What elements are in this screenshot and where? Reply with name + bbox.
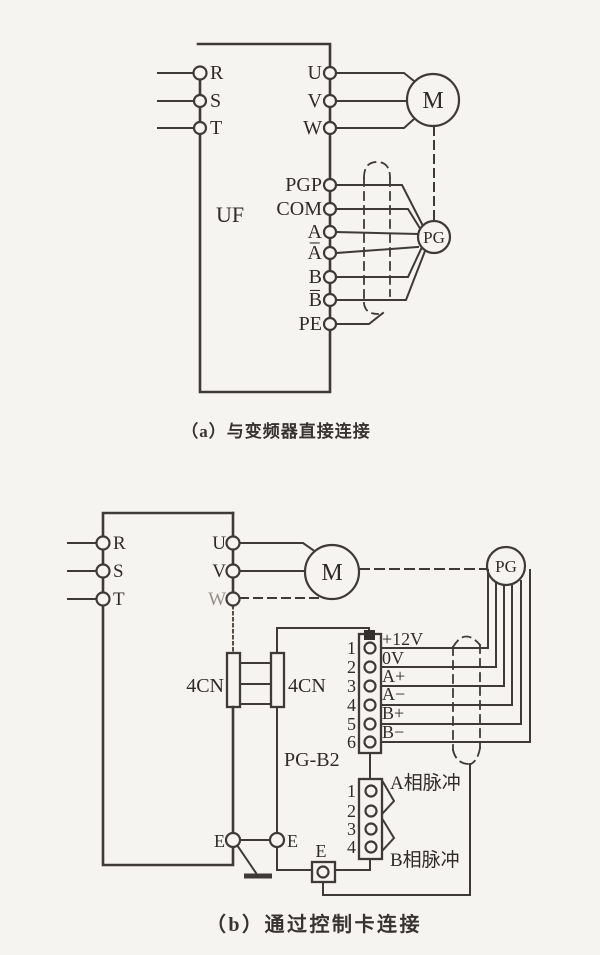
terminal-label-s-a: S bbox=[210, 90, 221, 112]
tb4-num-1: 1 bbox=[347, 781, 356, 801]
terminal-label-a: A bbox=[308, 221, 323, 243]
encoder-cable-wires-b bbox=[380, 569, 531, 743]
terminal-label-r-b: R bbox=[113, 533, 126, 554]
motor-wires-b bbox=[239, 542, 338, 599]
terminal-label-b-bar: B̅ bbox=[309, 289, 322, 311]
ground-wiring-b bbox=[235, 839, 371, 879]
diagram-b: R S T U V W M PG bbox=[67, 511, 531, 936]
input-terminal-circles-a bbox=[192, 65, 208, 136]
caption-b: （b）通过控制卡连接 bbox=[206, 912, 422, 936]
motor-symbol-b bbox=[303, 543, 361, 601]
encoder-wires-a bbox=[334, 184, 427, 325]
connector-label-4cn-right: 4CN bbox=[288, 675, 326, 697]
tb6-label-b-plus: B+ bbox=[382, 703, 404, 723]
terminal-label-r-a: R bbox=[210, 62, 224, 84]
e-junction-box bbox=[310, 860, 337, 884]
terminal-label-pgp: PGP bbox=[285, 174, 322, 196]
motor-symbol-a bbox=[405, 72, 461, 128]
tb6-label-12v: +12V bbox=[382, 629, 423, 649]
shield-drain-wire-b bbox=[322, 763, 471, 896]
terminal-label-u-b: U bbox=[212, 533, 226, 554]
terminal-label-pe: PE bbox=[299, 313, 322, 335]
terminal-label-t-b: T bbox=[113, 589, 125, 610]
tb6-num-3: 3 bbox=[347, 676, 356, 696]
tb6-label-a-minus: A− bbox=[382, 684, 405, 704]
terminal-label-u-a: U bbox=[308, 62, 323, 84]
encoder-symbol-a bbox=[416, 219, 452, 255]
encoder-label-b: PG bbox=[495, 557, 517, 576]
connector-4cn-pair bbox=[225, 651, 286, 709]
tb4-num-4: 4 bbox=[347, 837, 356, 857]
tb6-num-5: 5 bbox=[347, 714, 356, 734]
output-terminal-circles-b bbox=[225, 535, 241, 607]
caption-a: （a）与变频器直接连接 bbox=[181, 421, 371, 441]
terminal-block-6 bbox=[357, 630, 383, 755]
input-terminal-circles-b bbox=[95, 535, 111, 607]
tb4-num-3: 3 bbox=[347, 819, 356, 839]
input-wires-a bbox=[157, 72, 194, 129]
pulse-label-a: A相脉冲 bbox=[390, 772, 461, 794]
cable-shield-loop-a bbox=[363, 161, 391, 315]
inverter-box-a bbox=[196, 42, 332, 394]
tb6-num-6: 6 bbox=[347, 732, 356, 752]
encoder-symbol-b bbox=[485, 545, 527, 587]
motor-label-b: M bbox=[321, 560, 342, 586]
tb6-num-4: 4 bbox=[347, 695, 356, 715]
e-label-left: E bbox=[214, 831, 225, 851]
motor-label-a: M bbox=[422, 88, 443, 114]
e-terminal-left bbox=[224, 831, 242, 849]
tb6-label-0v: 0V bbox=[382, 648, 404, 668]
input-wires-b bbox=[67, 542, 97, 600]
tb6-num-1: 1 bbox=[347, 638, 356, 658]
terminal-label-s-b: S bbox=[113, 561, 124, 582]
terminal-label-v-a: V bbox=[308, 90, 323, 112]
tb6-num-2: 2 bbox=[347, 657, 356, 677]
inverter-box-b bbox=[101, 511, 235, 867]
terminal-label-a-bar: A̅ bbox=[308, 242, 323, 264]
terminal-label-v-b: V bbox=[212, 561, 226, 582]
encoder-label-a: PG bbox=[423, 228, 445, 247]
terminal-label-w-b: W bbox=[208, 589, 226, 610]
terminal-block-4 bbox=[357, 777, 396, 861]
connector-label-4cn-left: 4CN bbox=[186, 675, 224, 697]
inverter-label-a: UF bbox=[216, 202, 244, 227]
terminal-label-w-a: W bbox=[303, 117, 322, 139]
terminal-label-com: COM bbox=[276, 198, 322, 220]
tb4-num-2: 2 bbox=[347, 801, 356, 821]
pulse-label-b: B相脉冲 bbox=[390, 849, 460, 871]
e-terminal-right bbox=[268, 831, 286, 849]
diagram-a: M PG R S T U V W PGP COM A bbox=[157, 42, 461, 441]
card-label-pgb2: PG-B2 bbox=[284, 749, 340, 771]
right-terminal-circles-a bbox=[322, 65, 338, 332]
tb6-label-a-plus: A+ bbox=[382, 666, 405, 686]
e-label-box: E bbox=[316, 841, 327, 861]
cable-shield-loop-b bbox=[451, 635, 482, 766]
terminal-label-t-a: T bbox=[210, 117, 222, 139]
terminal-label-b: B bbox=[309, 266, 322, 288]
e-label-right: E bbox=[287, 831, 298, 851]
tb6-label-b-minus: B− bbox=[382, 722, 404, 742]
motor-wires-a bbox=[335, 72, 416, 129]
